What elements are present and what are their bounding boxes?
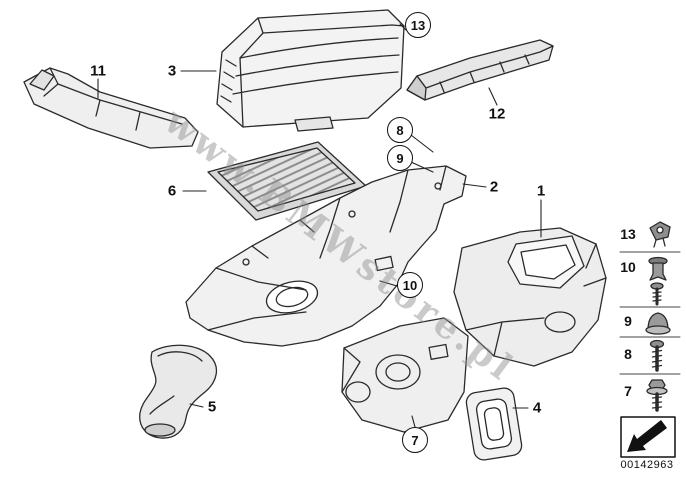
callout-5[interactable]: 5 — [207, 398, 217, 416]
callout-13[interactable]: 13 — [405, 12, 431, 38]
part-6-micro-filter — [207, 141, 367, 221]
screw-small-icon — [650, 282, 664, 306]
part-1-lower-partition — [453, 227, 607, 367]
callout-9[interactable]: 9 — [387, 145, 413, 171]
grommet-icon — [645, 312, 671, 335]
callout-11[interactable]: 11 — [90, 62, 106, 80]
screw-icon — [649, 339, 665, 372]
legend-item-8-label[interactable]: 8 — [624, 346, 632, 362]
legend-item-10-label[interactable]: 10 — [620, 259, 636, 275]
legend-item-9-label[interactable]: 9 — [624, 313, 632, 329]
part-5-air-duct — [139, 344, 218, 439]
callout-12[interactable]: 12 — [488, 105, 506, 123]
part-1-housing-front — [341, 317, 469, 433]
legend-separators — [619, 251, 681, 375]
callout-8[interactable]: 8 — [387, 117, 413, 143]
expansion-rivet-icon — [648, 256, 668, 281]
diagram-number: 00142963 — [620, 459, 674, 471]
part-3-filter-housing-cover — [216, 9, 405, 132]
callout-1[interactable]: 1 — [536, 182, 546, 200]
legend-item-13-label[interactable]: 13 — [620, 226, 636, 242]
callout-10[interactable]: 10 — [397, 272, 423, 298]
leader-lines — [97, 23, 542, 428]
screw-with-washer-icon — [646, 379, 668, 412]
sensor-icon — [649, 221, 671, 248]
arrow-nav-button[interactable] — [620, 416, 676, 458]
callout-6[interactable]: 6 — [167, 182, 177, 200]
part-2-upper-partition — [185, 165, 467, 347]
legend-item-7-label[interactable]: 7 — [624, 383, 632, 399]
callout-4[interactable]: 4 — [532, 399, 542, 417]
part-11-side-trim — [23, 67, 199, 149]
part-4-bracket — [465, 387, 523, 461]
callout-3[interactable]: 3 — [167, 62, 177, 80]
callout-2[interactable]: 2 — [489, 178, 499, 196]
part-12-cover-rail — [406, 39, 554, 101]
callout-7[interactable]: 7 — [402, 427, 428, 453]
